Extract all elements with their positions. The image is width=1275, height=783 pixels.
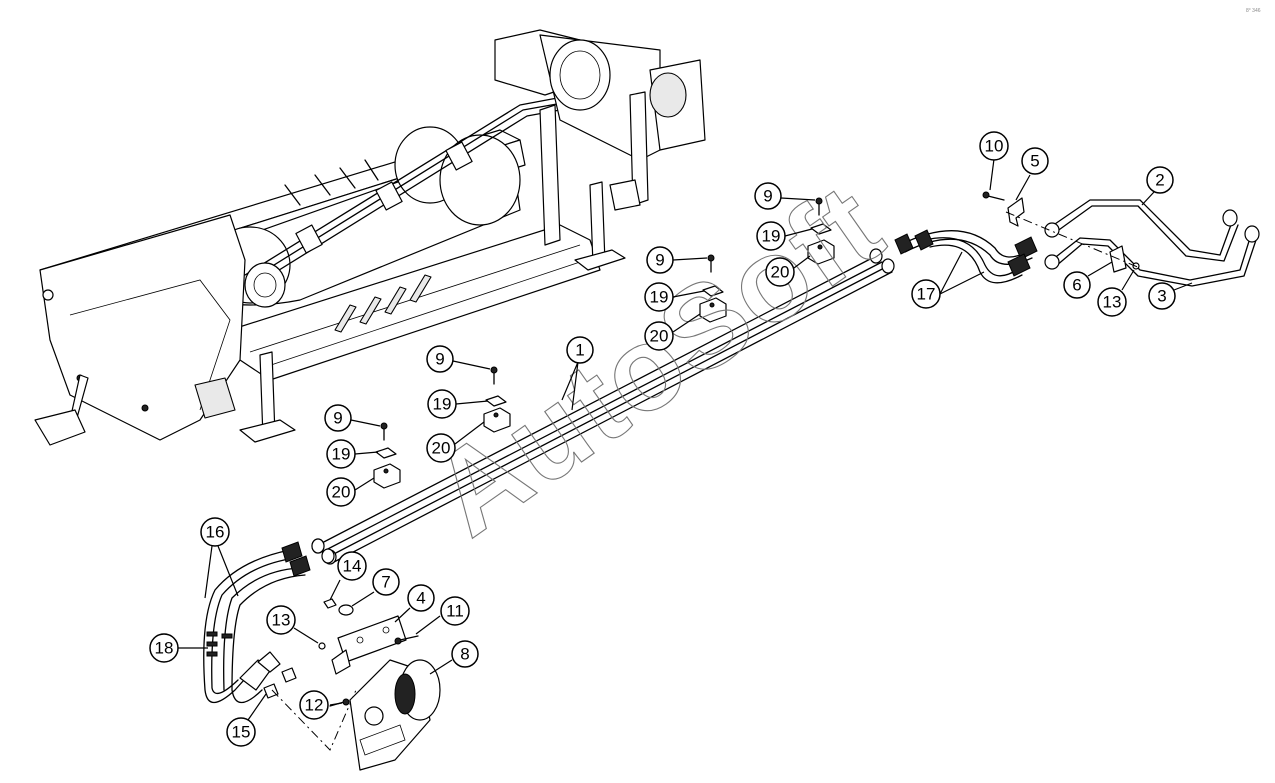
callout-20c: 20 (644, 313, 701, 351)
svg-text:9: 9 (333, 409, 342, 428)
callout-2: 2 (1141, 166, 1174, 206)
callout-20b: 20 (426, 421, 485, 463)
callout-14: 14 (329, 551, 367, 601)
clamp-set-3 (699, 254, 727, 323)
callout-6: 6 (1063, 261, 1113, 299)
svg-text:4: 4 (416, 589, 425, 608)
callout-9b: 9 (426, 345, 491, 373)
hose-holder-assembly (318, 598, 441, 771)
callout-20d: 20 (765, 255, 811, 287)
callout-12: 12 (299, 690, 343, 720)
left-hoses (203, 538, 357, 751)
svg-text:15: 15 (232, 723, 251, 742)
svg-text:20: 20 (771, 263, 790, 282)
callout-9a: 9 (324, 404, 381, 432)
svg-text:6: 6 (1072, 276, 1081, 295)
svg-text:12: 12 (305, 696, 324, 715)
callouts: 1 2 3 4 5 6 7 (149, 131, 1193, 747)
callout-10: 10 (979, 131, 1009, 191)
svg-text:14: 14 (343, 557, 362, 576)
callout-1: 1 (561, 336, 594, 411)
svg-text:7: 7 (381, 573, 390, 592)
callout-19d: 19 (756, 221, 813, 251)
svg-text:19: 19 (332, 445, 351, 464)
svg-text:19: 19 (433, 395, 452, 414)
svg-text:20: 20 (650, 327, 669, 346)
svg-text:9: 9 (763, 187, 772, 206)
svg-text:20: 20 (332, 483, 351, 502)
header-assembly (34, 29, 706, 446)
svg-text:5: 5 (1030, 152, 1039, 171)
svg-text:10: 10 (985, 137, 1004, 156)
callout-7: 7 (351, 568, 400, 607)
svg-text:17: 17 (917, 285, 936, 304)
svg-text:19: 19 (762, 227, 781, 246)
callout-17: 17 (911, 251, 985, 309)
callout-13b: 13 (1097, 269, 1135, 317)
svg-text:9: 9 (655, 251, 664, 270)
callout-13a: 13 (266, 605, 319, 644)
callout-15: 15 (226, 693, 267, 747)
callout-4: 4 (394, 584, 435, 623)
svg-text:20: 20 (432, 439, 451, 458)
clamp-set-1 (373, 422, 401, 489)
svg-text:1: 1 (575, 341, 584, 360)
svg-text:11: 11 (446, 602, 464, 621)
callout-8: 8 (429, 640, 479, 675)
callout-19a: 19 (326, 439, 379, 469)
corner-code: 8° 346 (1246, 8, 1261, 14)
svg-text:18: 18 (155, 639, 174, 658)
callout-9d: 9 (754, 182, 816, 210)
callout-18: 18 (149, 633, 208, 663)
svg-text:2: 2 (1155, 171, 1164, 190)
callout-20a: 20 (326, 477, 375, 507)
callout-3: 3 (1148, 282, 1193, 310)
svg-text:16: 16 (206, 523, 225, 542)
svg-text:13: 13 (1103, 293, 1122, 312)
callout-19b: 19 (427, 389, 489, 419)
callout-16: 16 (200, 517, 239, 599)
svg-text:19: 19 (650, 288, 669, 307)
svg-text:8: 8 (460, 645, 469, 664)
svg-text:3: 3 (1157, 287, 1166, 306)
clamp-set-2 (483, 366, 511, 433)
right-hoses (894, 191, 1260, 287)
callout-5: 5 (1015, 147, 1049, 201)
svg-text:9: 9 (435, 350, 444, 369)
callout-19c: 19 (644, 282, 705, 312)
svg-text:13: 13 (272, 611, 291, 630)
callout-9c: 9 (646, 246, 708, 274)
callout-11: 11 (415, 596, 470, 635)
